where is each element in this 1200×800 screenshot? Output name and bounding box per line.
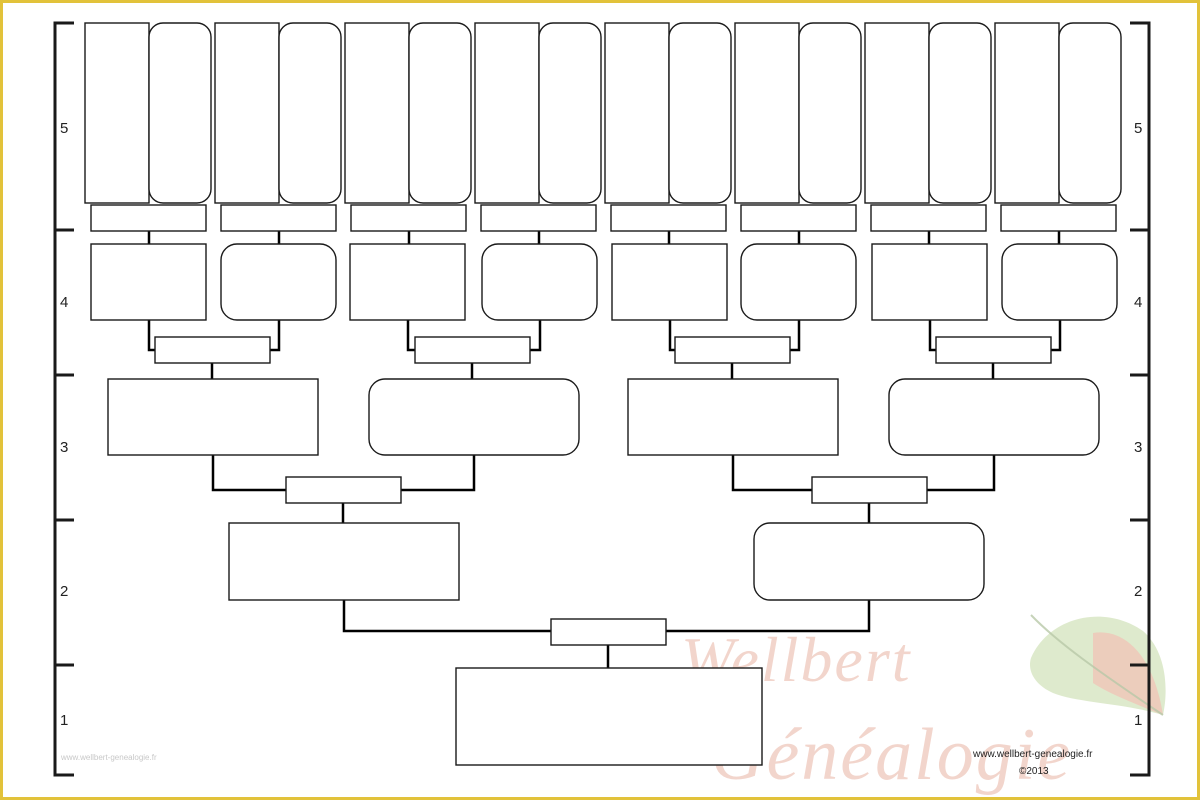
gen5-male-box xyxy=(994,22,1060,204)
gen3-male-box xyxy=(627,378,839,456)
footer-copyright: ©2013 xyxy=(1019,766,1049,777)
gen2-marriage-box xyxy=(550,618,667,646)
gen5-female-box xyxy=(148,22,212,204)
gen3-pair-connector xyxy=(731,455,996,492)
gen4-marriage-box xyxy=(414,336,531,364)
gen2-father-box xyxy=(228,522,460,601)
gen5-male-box xyxy=(84,22,150,204)
gen-label-left-3: 3 xyxy=(60,439,68,456)
gen5-female-box xyxy=(1058,22,1122,204)
gen2-pair-connector xyxy=(342,600,871,633)
gen4-pair-connector xyxy=(928,320,1062,352)
gen5-marriage-box xyxy=(350,204,467,232)
gen4-female-box xyxy=(220,243,337,321)
left-generation-ruler xyxy=(53,21,74,777)
gen-label-right-5: 5 xyxy=(1134,120,1142,137)
gen4-female-box xyxy=(740,243,857,321)
faint-footer-text: www.wellbert-genealogie.fr xyxy=(60,753,157,762)
gen3-marriage-box xyxy=(285,476,402,504)
gen-label-left-5: 5 xyxy=(60,120,68,137)
gen5-marriage-box xyxy=(1000,204,1117,232)
gen4-male-box xyxy=(871,243,988,321)
gen4-marriage-box xyxy=(674,336,791,364)
gen5-marriage-box xyxy=(740,204,857,232)
gen4-female-box xyxy=(1001,243,1118,321)
watermark-line2: Généalogie xyxy=(711,714,1072,796)
gen5-male-box xyxy=(474,22,540,204)
gen5-marriage-box xyxy=(480,204,597,232)
right-generation-ruler xyxy=(1130,21,1151,777)
gen-label-left-2: 2 xyxy=(60,583,68,600)
leaf-icon xyxy=(1029,614,1166,716)
gen5-male-box xyxy=(734,22,800,204)
gen4-male-box xyxy=(90,243,207,321)
gen4-marriage-box xyxy=(935,336,1052,364)
gen-label-left-1: 1 xyxy=(60,712,68,729)
gen2-mother-box xyxy=(753,522,985,601)
gen3-pair-connector xyxy=(211,455,476,492)
gen5-female-box xyxy=(928,22,992,204)
gen4-pair-connector xyxy=(147,320,281,352)
gen4-pair-connector xyxy=(406,320,542,352)
gen-label-right-2: 2 xyxy=(1134,583,1142,600)
gen3-marriage-box xyxy=(811,476,928,504)
gen4-male-box xyxy=(349,243,466,321)
footer-url: www.wellbert-genealogie.fr xyxy=(972,749,1093,760)
gen5-marriage-box xyxy=(610,204,727,232)
gen5-male-box xyxy=(214,22,280,204)
gen4-male-box xyxy=(611,243,728,321)
gen3-female-box xyxy=(888,378,1100,456)
gen4-marriage-box xyxy=(154,336,271,364)
gen5-male-box xyxy=(344,22,410,204)
gen5-marriage-box xyxy=(870,204,987,232)
gen5-male-box xyxy=(604,22,670,204)
gen5-female-box xyxy=(278,22,342,204)
gen-label-right-3: 3 xyxy=(1134,439,1142,456)
gen-label-left-4: 4 xyxy=(60,294,68,311)
gen3-male-box xyxy=(107,378,319,456)
gen4-pair-connector xyxy=(668,320,801,352)
gen1-root-person-box xyxy=(455,667,763,766)
gen5-female-box xyxy=(538,22,602,204)
gen3-female-box xyxy=(368,378,580,456)
gen5-marriage-box xyxy=(90,204,207,232)
gen4-female-box xyxy=(481,243,598,321)
gen-label-right-1: 1 xyxy=(1134,712,1142,729)
gen5-female-box xyxy=(668,22,732,204)
gen-label-right-4: 4 xyxy=(1134,294,1142,311)
gen5-female-box xyxy=(408,22,472,204)
gen5-marriage-box xyxy=(220,204,337,232)
gen5-female-box xyxy=(798,22,862,204)
gen5-male-box xyxy=(864,22,930,204)
family-tree-chart: Wellbert Généalogie 5 4 3 2 1 5 4 3 2 1 … xyxy=(53,21,1166,796)
